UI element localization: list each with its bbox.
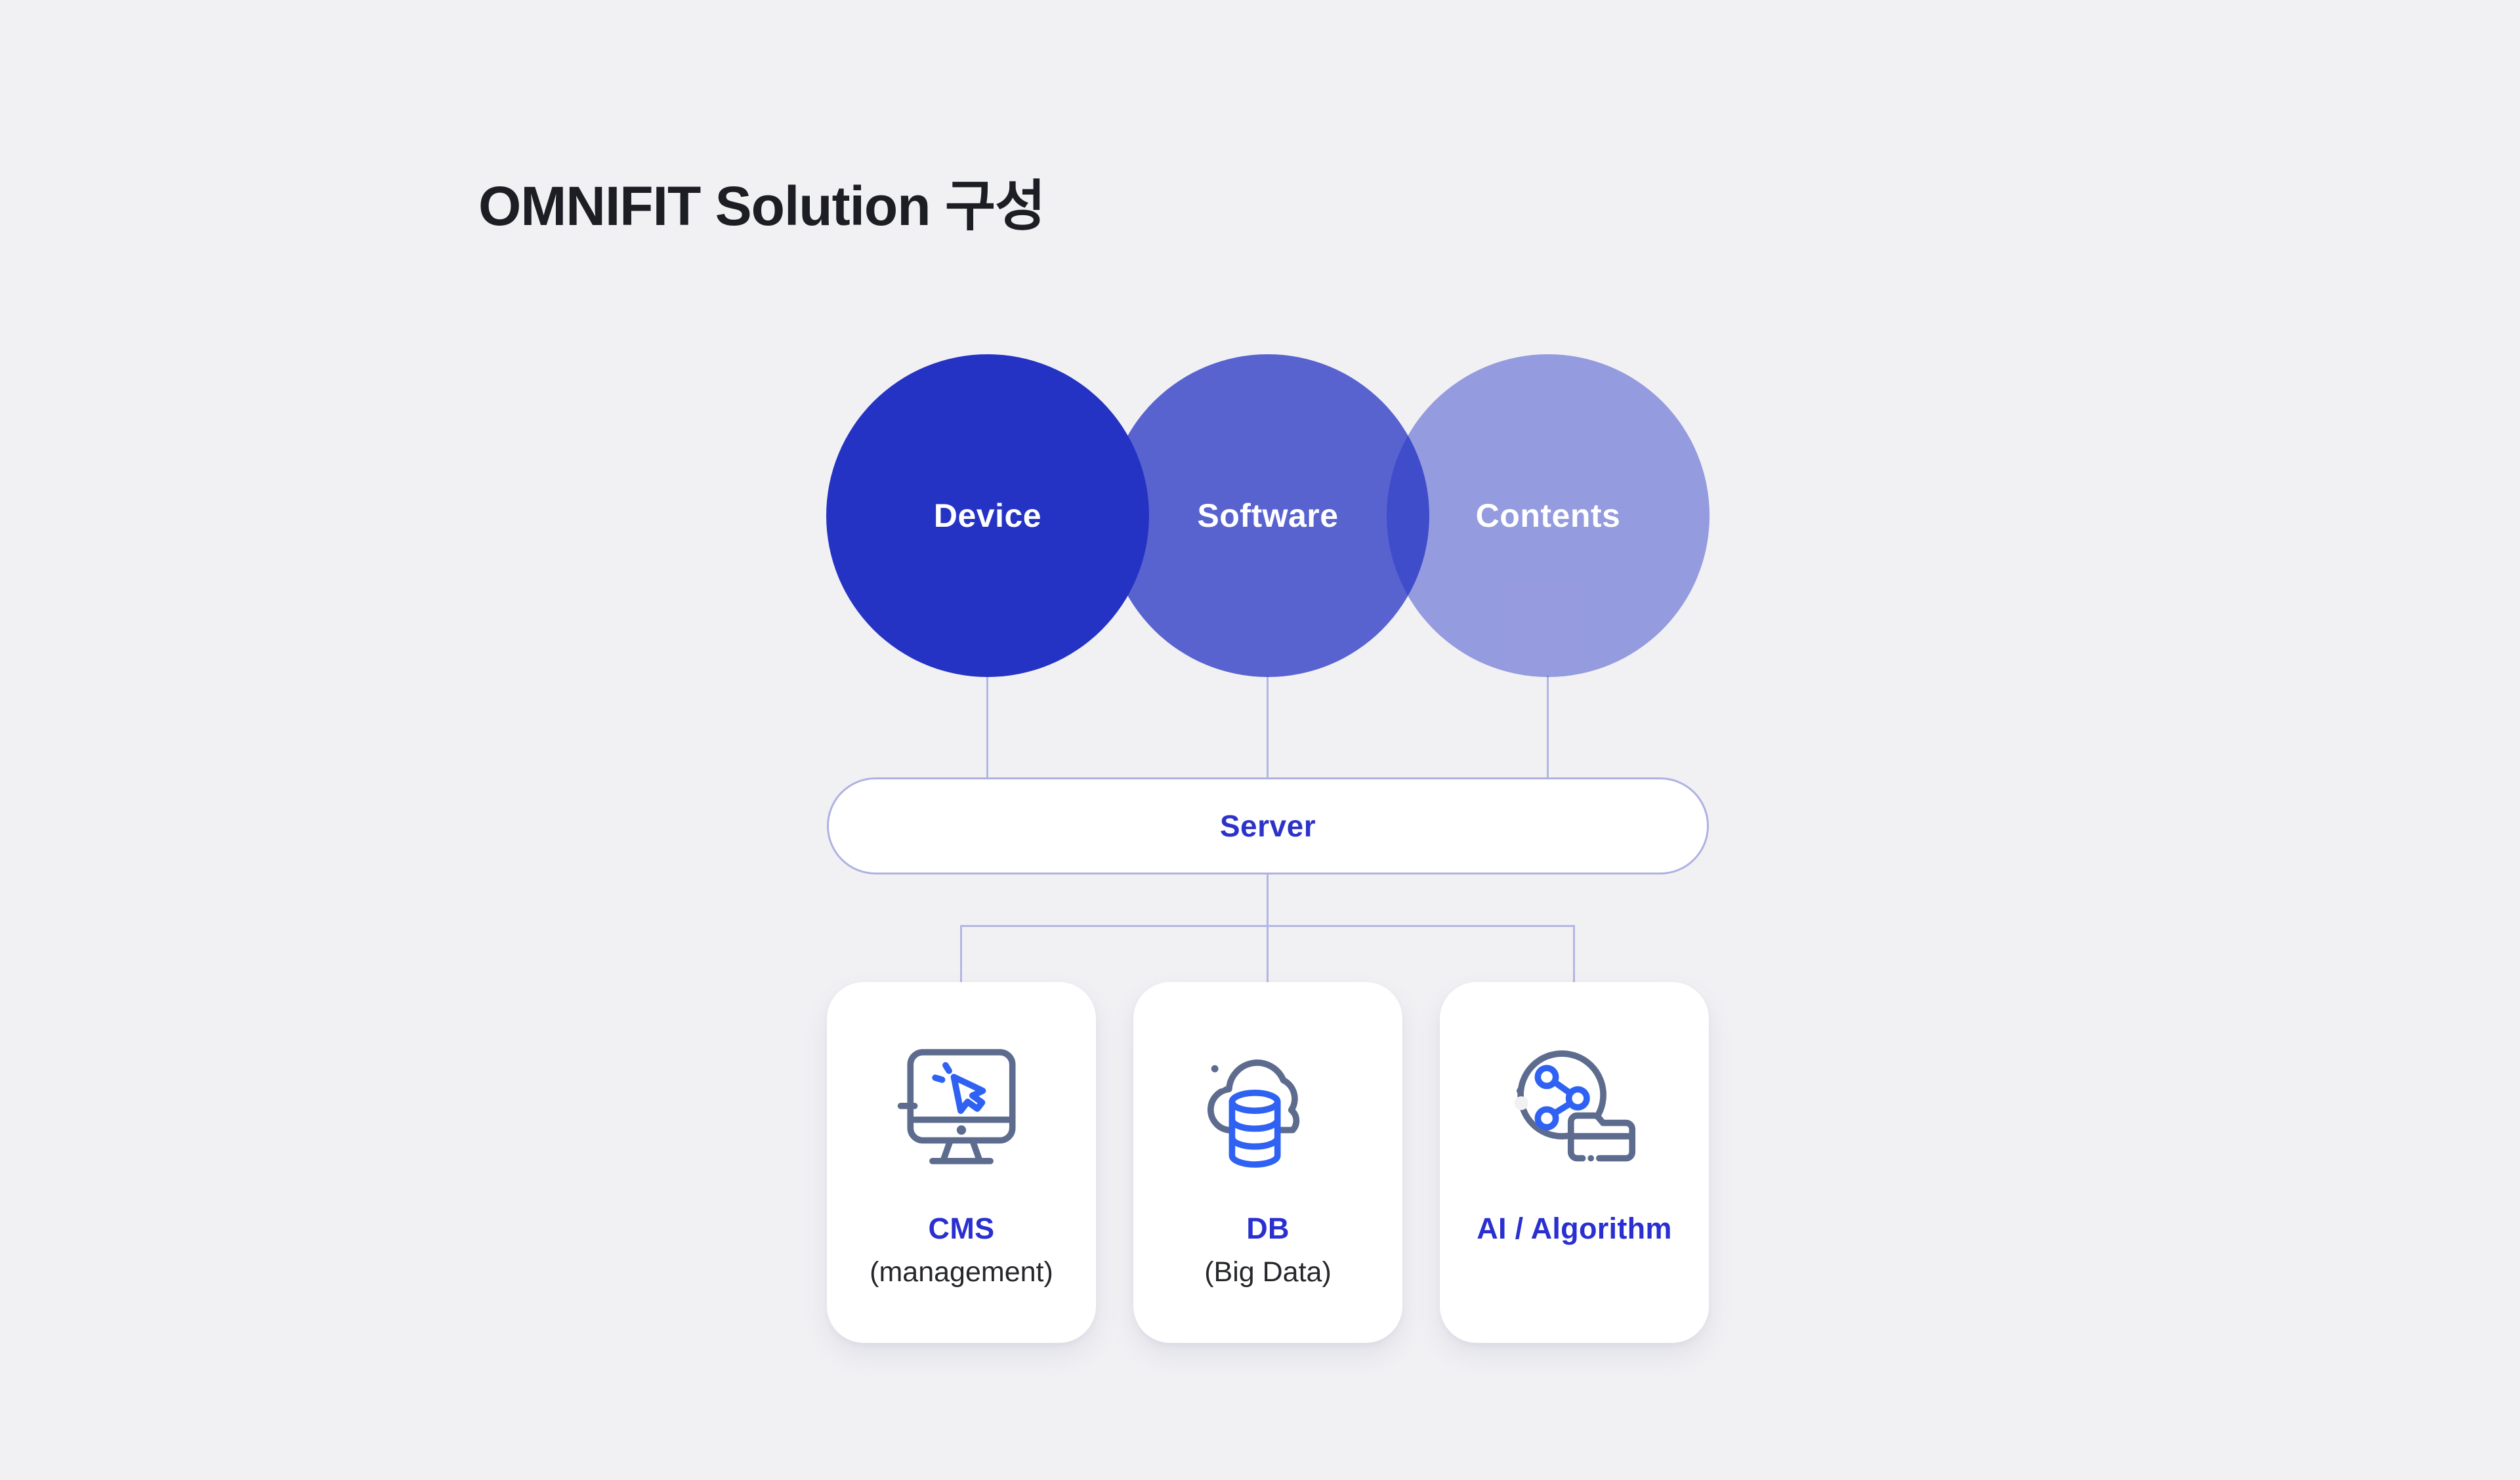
venn-circle-device: Device [826, 354, 1149, 677]
connector-rail-to-db [1267, 925, 1269, 983]
circle-label-device: Device [933, 497, 1042, 534]
connector-rail-to-cms [960, 925, 962, 983]
connector-software-to-server [1267, 676, 1269, 779]
card-sublabel-cms: (management) [870, 1256, 1053, 1288]
card-cms: CMS (management) [827, 982, 1096, 1343]
circle-label-contents: Contents [1475, 497, 1621, 534]
connector-device-to-server [986, 676, 988, 779]
circle-label-software: Software [1197, 497, 1339, 534]
card-label-db: DB [1246, 1212, 1290, 1245]
card-db: DB (Big Data) [1133, 982, 1402, 1343]
venn-circle-software: Software [1106, 354, 1429, 677]
card-ai-algorithm: AI / Algorithm [1440, 982, 1709, 1343]
connector-rail-to-ai [1573, 925, 1575, 983]
card-label-cms: CMS [928, 1212, 995, 1245]
network-share-folder-icon [1514, 1050, 1636, 1162]
connector-server-down [1267, 873, 1269, 927]
monitor-click-icon [897, 1049, 1016, 1164]
server-node: Server [827, 777, 1709, 874]
venn-circle-contents: Contents [1387, 354, 1710, 677]
card-label-ai: AI / Algorithm [1477, 1212, 1672, 1245]
card-sublabel-db: (Big Data) [1204, 1256, 1332, 1288]
cloud-database-icon [1207, 1059, 1300, 1168]
page-title: OMNIFIT Solution 구성 [478, 175, 1045, 237]
connector-contents-to-server [1547, 676, 1549, 779]
server-label: Server [1219, 809, 1316, 843]
